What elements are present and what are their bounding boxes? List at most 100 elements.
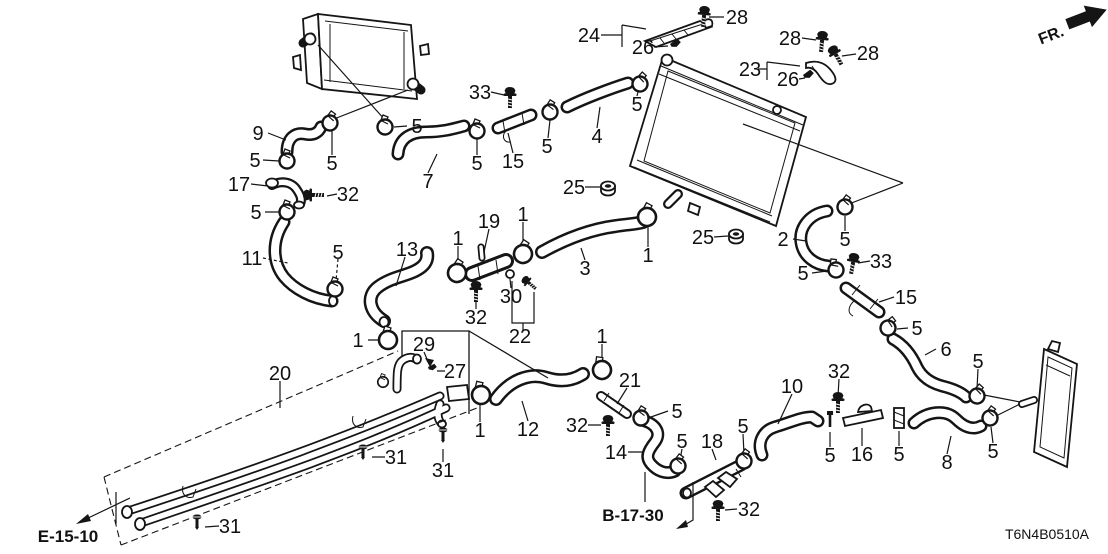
- callout-32: 32: [337, 184, 359, 206]
- callout-17: 17: [228, 174, 250, 196]
- callout-5: 5: [541, 136, 552, 158]
- water-pipe-assembly-20: [121, 352, 471, 531]
- callout-27: 27: [444, 361, 466, 383]
- hose-11: [268, 215, 339, 308]
- callout-5: 5: [797, 263, 808, 285]
- joint-pipe-21: [596, 391, 632, 419]
- hose-8: [907, 406, 988, 435]
- callout-5: 5: [671, 401, 682, 423]
- callout-5: 5: [911, 318, 922, 340]
- callout-24: 24: [578, 25, 600, 47]
- fitting-15-right: [839, 281, 886, 319]
- hose-2: [794, 204, 835, 273]
- callout-1: 1: [452, 228, 463, 250]
- upper-bracket-23: [805, 60, 837, 86]
- callout-32: 32: [465, 307, 487, 329]
- hose-14: [638, 414, 682, 480]
- hose-10: [753, 410, 825, 462]
- callout-5: 5: [987, 441, 998, 463]
- callout-5: 5: [824, 445, 835, 467]
- callout-28: 28: [857, 43, 879, 65]
- callout-30: 30: [500, 286, 522, 308]
- callout-4: 4: [591, 126, 602, 148]
- callout-12: 12: [517, 419, 539, 441]
- ref-code-b-17-30: B-17-30: [602, 506, 663, 525]
- ref-code-e-15-10: E-15-10: [38, 527, 98, 546]
- callout-28: 28: [726, 7, 748, 29]
- callout-11: 11: [242, 248, 263, 270]
- callout-25: 25: [692, 227, 714, 249]
- band-clamp-5-right: [893, 407, 905, 429]
- callout-2: 2: [777, 229, 788, 251]
- bracket-16: [841, 403, 885, 428]
- callout-23: 23: [739, 59, 761, 81]
- callout-5: 5: [893, 444, 904, 466]
- callout-33: 33: [469, 82, 491, 104]
- callout-6: 6: [940, 339, 951, 361]
- callout-8: 8: [941, 452, 952, 474]
- callout-5: 5: [676, 431, 687, 453]
- callout-14: 14: [605, 442, 627, 464]
- hose-13: [363, 246, 435, 328]
- sensor-30: [505, 269, 540, 294]
- callout-1: 1: [642, 245, 653, 267]
- b-17-30-arrow: [676, 520, 688, 529]
- callout-28: 28: [779, 28, 801, 50]
- hose-12: [489, 367, 590, 406]
- callout-29: 29: [413, 334, 435, 356]
- callout-5: 5: [972, 351, 983, 373]
- callout-19: 19: [478, 211, 500, 233]
- hose-3: [535, 215, 650, 259]
- callout-5: 5: [471, 153, 482, 175]
- callout-5: 5: [332, 242, 343, 264]
- callout-5: 5: [326, 153, 337, 175]
- aux-radiator-top-left: [292, 12, 430, 101]
- leader-lines: [83, 16, 1021, 528]
- radiator-cap: [660, 53, 674, 67]
- callout-18: 18: [701, 431, 723, 453]
- callout-10: 10: [781, 376, 803, 398]
- fitting-18: [679, 458, 748, 500]
- pipe-20-dashed-outline: [103, 350, 478, 546]
- callout-3: 3: [579, 258, 590, 280]
- sub-radiator-right: [1018, 339, 1078, 469]
- fitting-19: [464, 243, 514, 282]
- callout-32: 32: [738, 499, 760, 521]
- callout-16: 16: [851, 444, 873, 466]
- hose-6: [886, 332, 973, 404]
- callout-5: 5: [631, 94, 642, 116]
- callout-5: 5: [411, 116, 422, 138]
- sensor-30-bracket-22: [511, 281, 535, 330]
- callout-1: 1: [474, 420, 485, 442]
- callout-31: 31: [432, 460, 454, 482]
- callout-1: 1: [352, 330, 363, 352]
- callout-29-box: [401, 330, 549, 414]
- callout-21: 21: [619, 370, 641, 392]
- hose-4: [560, 76, 635, 114]
- callout-26: 26: [777, 69, 799, 91]
- hose-9: [280, 120, 328, 159]
- hose-7: [391, 119, 471, 161]
- fitting-15-upper: [491, 108, 538, 143]
- bolts-28: [696, 4, 848, 69]
- main-radiator: [628, 53, 808, 228]
- callout-15: 15: [502, 151, 524, 173]
- callout-32: 32: [566, 415, 588, 437]
- callout-32: 32: [828, 361, 850, 383]
- hatched-leaders: [262, 257, 339, 282]
- diagram-part-code: T6N4B0510A: [1005, 526, 1090, 542]
- upper-bracket-24: [642, 18, 714, 48]
- callout-31: 31: [219, 516, 241, 538]
- callout-29-arrow: [425, 358, 434, 367]
- callout-31: 31: [385, 447, 407, 469]
- callout-25: 25: [563, 177, 585, 199]
- callout-13: 13: [396, 239, 418, 261]
- callout-1: 1: [596, 326, 607, 348]
- callout-7: 7: [422, 171, 433, 193]
- callout-5: 5: [839, 229, 850, 251]
- callout-22: 22: [509, 326, 531, 348]
- fr-direction-arrow: FR.: [1036, 5, 1107, 48]
